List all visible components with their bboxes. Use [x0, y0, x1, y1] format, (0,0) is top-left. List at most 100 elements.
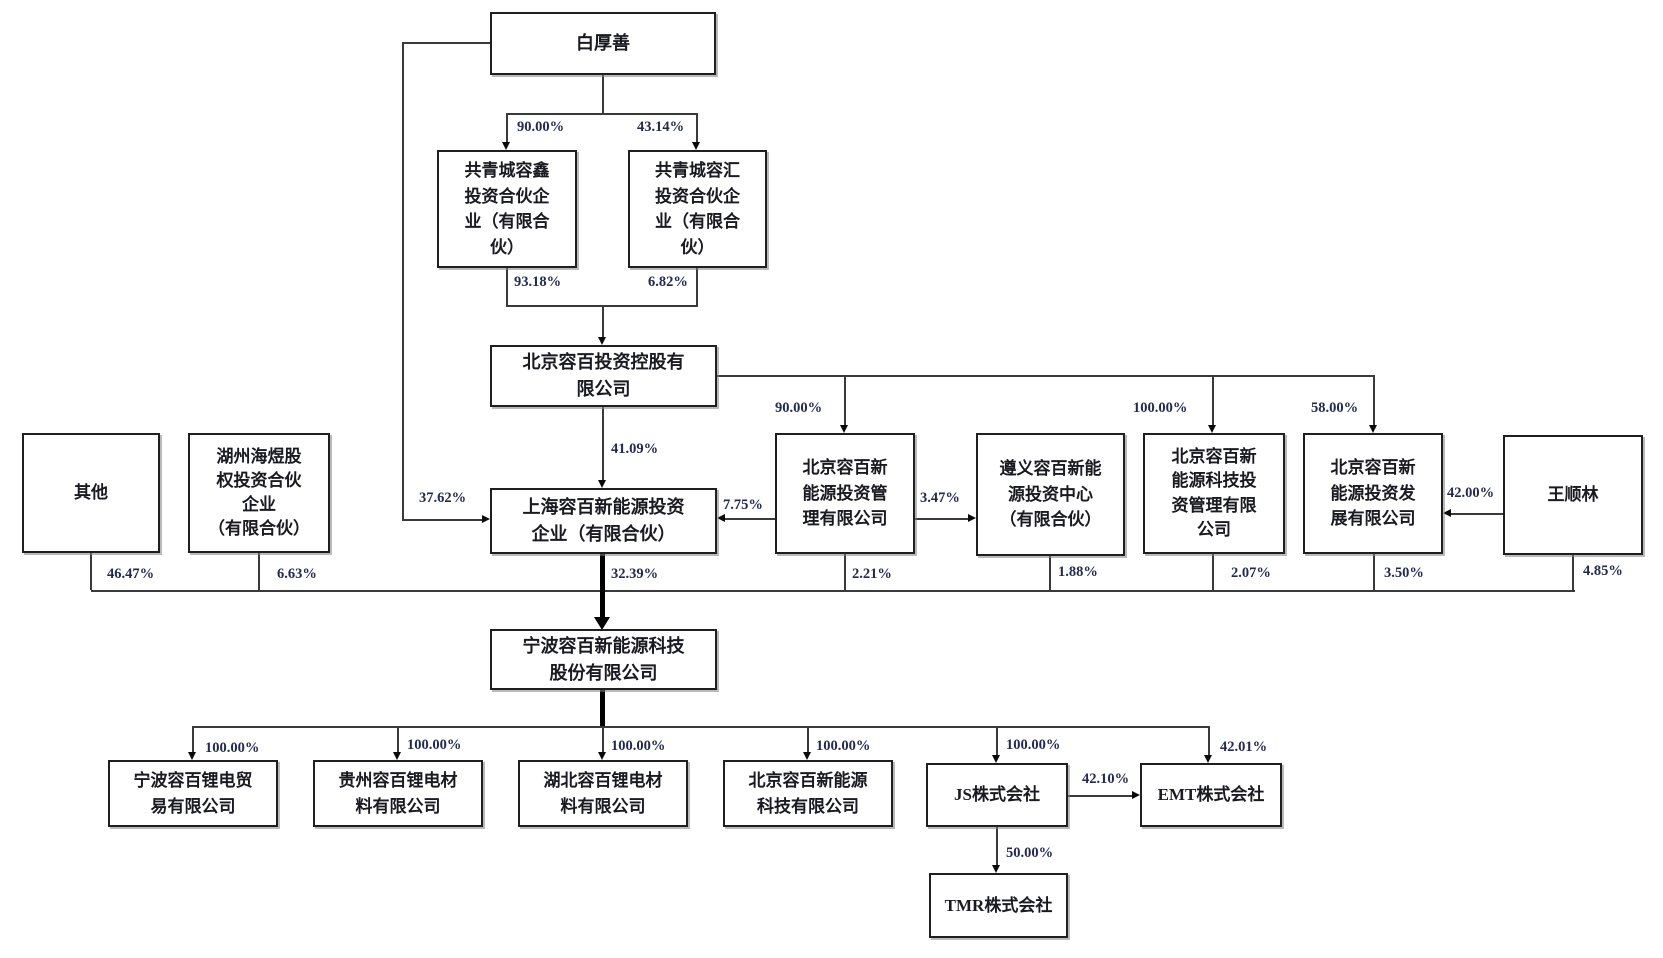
ownership-pct-mgmt-zunyi: 3.47% [920, 490, 960, 506]
arrowhead [598, 480, 606, 488]
arrowhead [1208, 425, 1216, 433]
ownership-pct-js-tmr: 50.00% [1006, 845, 1054, 861]
connector [602, 407, 604, 481]
ownership-pct-rongxin-holding: 93.18% [514, 274, 562, 290]
ownership-pct-bai-ronghui: 43.14% [637, 119, 685, 135]
connector [717, 375, 1375, 377]
connector [844, 375, 846, 426]
connector [996, 827, 998, 865]
ownership-pct-ningbo-guizhou: 100.00% [407, 737, 462, 753]
node-tmr-corp: TMR株式会社 [929, 873, 1068, 938]
ownership-pct-holding-shanghai: 41.09% [611, 441, 659, 457]
arrowhead [482, 515, 490, 523]
node-beijing-tech-investment-mgmt: 北京容百新 能源科技投 资管理有限 公司 [1143, 433, 1285, 554]
node-beijing-ronbay-tech: 北京容百新能源 科技有限公司 [723, 760, 893, 827]
arrowhead [692, 142, 700, 150]
connector [915, 518, 968, 520]
node-zunyi-investment-center: 遵义容百新能 源投资中心 （有限合伙） [976, 433, 1125, 556]
ownership-pct-shanghai-ningbo: 32.39% [611, 566, 659, 582]
ownership-pct-qita-ningbo: 46.47% [107, 566, 155, 582]
connector [1212, 554, 1214, 590]
ownership-pct-ronghui-holding: 6.82% [648, 274, 688, 290]
ownership-pct-bai-shanghai: 37.62% [419, 490, 467, 506]
arrowhead [968, 514, 976, 522]
arrowhead [992, 865, 1000, 873]
ownership-pct-dev-ningbo: 3.50% [1384, 565, 1424, 581]
node-gongqingcheng-rongxin: 共青城容鑫 投资合伙企 业（有限合 伙） [437, 150, 577, 268]
arrowhead [803, 752, 811, 760]
node-beijing-investment-mgmt: 北京容百新 能源投资管 理有限公司 [775, 433, 915, 554]
arrowhead [393, 752, 401, 760]
node-beijing-rongbai-holding: 北京容百投资控股有 限公司 [490, 345, 717, 407]
connector [506, 268, 508, 307]
connector [600, 690, 605, 728]
connector [602, 75, 604, 113]
connector [91, 590, 1575, 592]
connector [807, 726, 809, 752]
node-shanghai-rongbai-investment: 上海容百新能源投资 企业（有限合伙） [490, 488, 717, 554]
connector [1451, 513, 1503, 515]
connector [602, 305, 604, 338]
node-wang-shunlin: 王顺林 [1503, 435, 1643, 555]
connector [397, 726, 399, 752]
arrowhead [598, 337, 606, 345]
arrowhead [1443, 509, 1451, 517]
connector [1068, 795, 1132, 797]
connector [696, 113, 698, 143]
arrowhead [717, 514, 725, 522]
connector [996, 726, 998, 755]
connector [402, 519, 482, 521]
connector [192, 726, 194, 752]
node-beijing-investment-dev: 北京容百新 能源投资发 展有限公司 [1303, 433, 1443, 554]
node-ningbo-ronbay: 宁波容百新能源科技 股份有限公司 [490, 629, 717, 690]
connector [1208, 726, 1210, 755]
arrowhead [1369, 425, 1377, 433]
connector [402, 42, 490, 44]
ownership-pct-zunyi-ningbo: 1.88% [1058, 564, 1098, 580]
connector [1212, 375, 1214, 426]
ownership-pct-huzhou-ningbo: 6.63% [277, 566, 317, 582]
arrowhead [840, 425, 848, 433]
connector [506, 113, 698, 115]
connector [696, 268, 698, 307]
node-gongqingcheng-ronghui: 共青城容汇 投资合伙企 业（有限合 伙） [628, 150, 767, 268]
connector [1373, 554, 1375, 590]
connector [844, 554, 846, 590]
ownership-pct-js-emt: 42.10% [1082, 771, 1130, 787]
arrowhead [992, 755, 1000, 763]
ownership-pct-ningbo-emt: 42.01% [1220, 739, 1268, 755]
node-huzhou-haiyu: 湖州海煜股 权投资合伙 企业 （有限合伙） [188, 433, 330, 553]
ownership-pct-ningbo-beijing: 100.00% [816, 738, 871, 754]
node-ningbo-lithium-trade: 宁波容百锂电贸 易有限公司 [108, 760, 278, 827]
ownership-pct-ningbo-hubei: 100.00% [611, 738, 666, 754]
arrowhead [502, 142, 510, 150]
arrowhead [1204, 755, 1212, 763]
node-hubei-lithium-materials: 湖北容百锂电材 料有限公司 [518, 760, 688, 827]
ownership-pct-holding-mgmt: 90.00% [775, 400, 823, 416]
connector [402, 42, 404, 521]
ownership-pct-wang-ningbo: 4.85% [1583, 563, 1623, 579]
arrowhead [1132, 791, 1140, 799]
ownership-pct-wang-dev: 42.00% [1447, 485, 1495, 501]
node-js-corp: JS株式会社 [926, 763, 1068, 827]
ownership-pct-mgmt-ningbo: 2.21% [852, 566, 892, 582]
connector [90, 553, 92, 590]
arrowhead [188, 752, 196, 760]
ownership-pct-holding-dev: 58.00% [1311, 400, 1359, 416]
ownership-pct-techmgmt-ningbo: 2.07% [1231, 565, 1271, 581]
connector [1049, 556, 1051, 590]
connector [600, 554, 605, 617]
connector [725, 518, 775, 520]
connector [1373, 375, 1375, 426]
arrowhead [598, 752, 606, 760]
node-emt-corp: EMT株式会社 [1140, 763, 1282, 827]
arrowhead [594, 617, 610, 630]
connector [506, 113, 508, 143]
connector [602, 726, 604, 752]
connector [1572, 555, 1574, 590]
ownership-pct-mgmt-shanghai: 7.75% [723, 497, 763, 513]
ownership-pct-ningbo-js: 100.00% [1006, 737, 1061, 753]
ownership-pct-ningbo-trade: 100.00% [205, 740, 260, 756]
ownership-pct-holding-techmgmt: 100.00% [1133, 400, 1188, 416]
